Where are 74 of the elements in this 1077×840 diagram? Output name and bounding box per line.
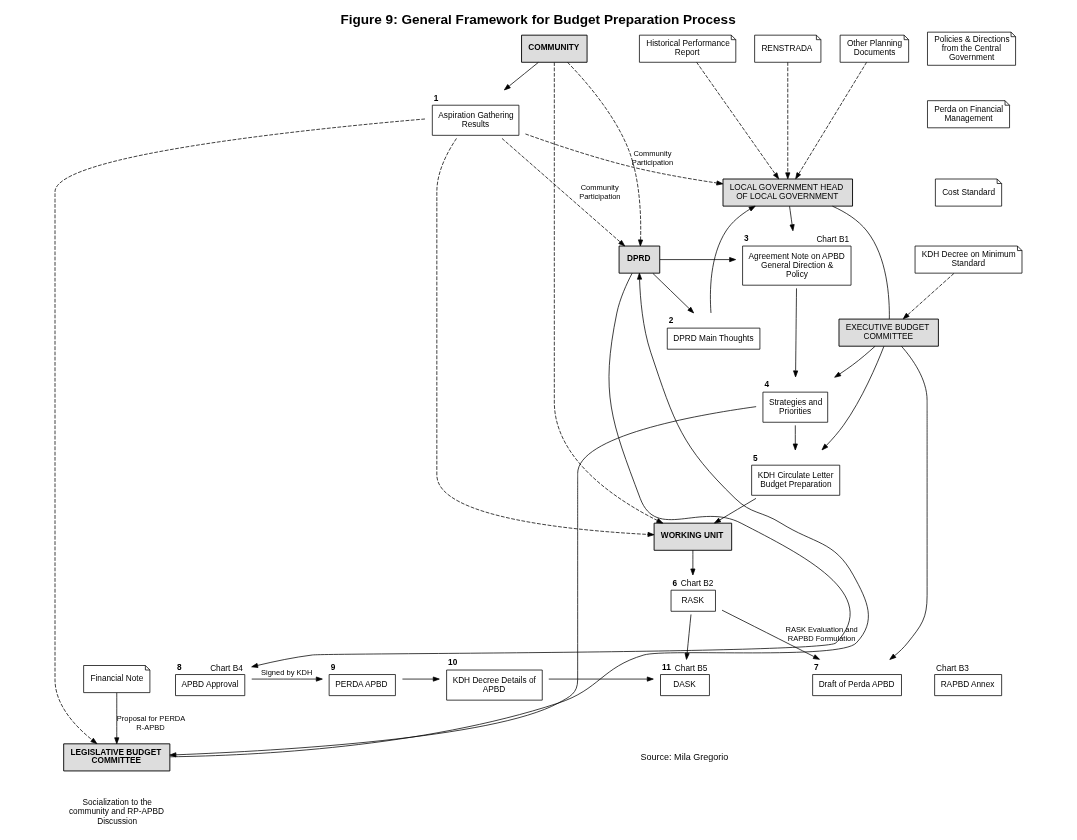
arrow bbox=[834, 345, 876, 378]
label: Socialization to the community and RP-APBD Discussion bbox=[68, 798, 165, 826]
node-label: 3 bbox=[744, 234, 749, 244]
arrow bbox=[690, 549, 696, 576]
arrow bbox=[696, 62, 780, 180]
node-box: Draft of Perda APBD bbox=[812, 674, 902, 696]
node-label: Chart B1 bbox=[816, 235, 850, 245]
arrow bbox=[793, 287, 799, 378]
node-label: 7 bbox=[814, 662, 819, 672]
node-label: 8 bbox=[177, 662, 182, 672]
node-label: 2 bbox=[668, 316, 674, 326]
arrow bbox=[567, 62, 644, 247]
arrow bbox=[795, 62, 867, 180]
arrow bbox=[503, 62, 539, 91]
caption: Source: Mila Gregorio bbox=[640, 751, 729, 762]
node-box: KDH Decree Details of APBD bbox=[446, 669, 543, 701]
arrow bbox=[684, 614, 692, 660]
node-box: Strategies and Priorities bbox=[762, 391, 829, 423]
node-box: APBD Approval bbox=[175, 674, 246, 696]
arrow bbox=[251, 676, 323, 682]
arrow bbox=[169, 406, 757, 758]
arrow bbox=[114, 692, 120, 745]
arrow bbox=[785, 62, 791, 180]
arrow bbox=[714, 498, 757, 524]
arrow bbox=[721, 609, 820, 660]
node-box: DASK bbox=[660, 674, 710, 696]
node-label: 4 bbox=[764, 380, 770, 390]
node-label: 10 bbox=[448, 658, 458, 668]
node-label: 1 bbox=[433, 93, 439, 103]
node-box: DPRD Main Thoughts bbox=[666, 327, 761, 350]
node-box: LOCAL GOVERNMENT HEAD OF LOCAL GOVERNMENT bbox=[722, 178, 853, 207]
arrow bbox=[789, 205, 795, 232]
node-label: 9 bbox=[330, 662, 336, 672]
node-box: PERDA APBD bbox=[328, 674, 396, 696]
arrow bbox=[402, 676, 440, 682]
arrow bbox=[54, 118, 426, 744]
node-box: KDH Circulate Letter Budget Preparation bbox=[751, 464, 841, 496]
diagram-title: Figure 9: General Framework for Budget Preparation Process bbox=[340, 12, 736, 28]
edge-label: Community Participation bbox=[631, 149, 674, 167]
arrow bbox=[436, 138, 655, 537]
node-box: DPRD bbox=[618, 245, 661, 274]
edge-label: Proposal for PERDA R-APBD bbox=[116, 714, 186, 732]
node-box: COMMUNITY bbox=[521, 34, 588, 63]
arrow bbox=[710, 205, 756, 314]
node-box: WORKING UNIT bbox=[653, 522, 733, 551]
node-label: 5 bbox=[753, 453, 758, 463]
arrow bbox=[659, 257, 736, 263]
arrow bbox=[548, 676, 654, 682]
node-label: 11 bbox=[662, 662, 671, 672]
node-label: Chart B3 bbox=[936, 663, 969, 673]
arrow bbox=[902, 273, 955, 320]
node-box: RASK bbox=[670, 589, 716, 612]
node-label: Chart B5 bbox=[674, 663, 708, 673]
arrow bbox=[501, 138, 626, 247]
connector bbox=[832, 205, 890, 320]
arrow bbox=[251, 272, 851, 668]
node-box: LEGISLATIVE BUDGET COMMITTEE bbox=[63, 743, 171, 772]
node-label: 6 bbox=[672, 578, 678, 588]
arrow bbox=[889, 345, 928, 660]
arrow bbox=[821, 345, 885, 451]
arrow bbox=[792, 424, 798, 451]
edge-label: RASK Evaluation and RAPBD Formulation bbox=[785, 625, 858, 643]
arrow bbox=[169, 272, 869, 758]
node-box: RAPBD Annex bbox=[934, 674, 1003, 696]
node-box: Aspiration Gathering Results bbox=[431, 104, 520, 136]
arrow bbox=[553, 62, 664, 524]
node-box: Agreement Note on APBD General Direction & Policy bbox=[742, 245, 852, 286]
arrow bbox=[525, 133, 724, 186]
edge-label: Signed by KDH bbox=[260, 667, 313, 677]
edge-label: Community Participation bbox=[579, 183, 621, 201]
arrow bbox=[652, 273, 695, 314]
node-box: EXECUTIVE BUDGET COMMITTEE bbox=[838, 318, 939, 347]
node-label: Chart B4 bbox=[210, 663, 243, 673]
node-label: Chart B2 bbox=[680, 579, 714, 589]
